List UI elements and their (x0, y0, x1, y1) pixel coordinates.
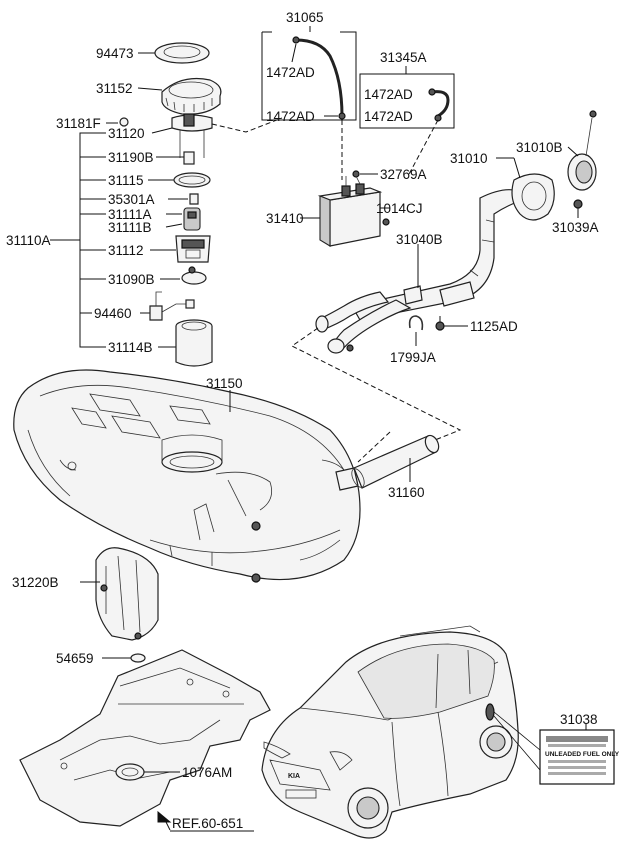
label-1076AM: 1076AM (182, 765, 232, 780)
fuel-label-text: UNLEADED FUEL ONLY (545, 751, 620, 758)
label-35301A: 35301A (108, 192, 155, 207)
label-31039A: 31039A (552, 220, 599, 235)
pump-body-drawing (175, 319, 213, 367)
canister-drawing (317, 175, 383, 247)
pump-flange-drawing (171, 113, 213, 158)
label-1472AD-a: 1472AD (266, 65, 315, 80)
label-31152: 31152 (96, 81, 133, 96)
svg-text:KIA: KIA (288, 773, 300, 780)
label-31181F: 31181F (56, 116, 101, 131)
label-1472AD-b: 1472AD (266, 109, 315, 124)
sender-unit-drawing (149, 291, 195, 321)
label-31010B: 31010B (516, 140, 563, 155)
label-1125AD: 1125AD (470, 319, 518, 334)
fuel-pump-drawing (183, 207, 201, 231)
label-31110A: 31110A (6, 233, 51, 248)
label-31345A: 31345A (380, 50, 427, 65)
label-31111B: 31111B (108, 220, 152, 235)
label-31112: 31112 (108, 243, 144, 258)
label-1472AD-d: 1472AD (364, 109, 413, 124)
label-32769A: 32769A (380, 167, 427, 182)
fuel-tank-drawing (13, 369, 361, 583)
label-31040B: 31040B (396, 232, 443, 247)
label-31120: 31120 (108, 126, 145, 141)
label-31410: 31410 (266, 211, 304, 226)
label-31010: 31010 (450, 151, 488, 166)
cover-plate-drawing (154, 42, 210, 64)
label-1799JA: 1799JA (390, 350, 436, 365)
filler-pipe-drawing (351, 434, 440, 489)
label-31190B: 31190B (108, 150, 154, 165)
label-31065: 31065 (286, 10, 324, 25)
pump-reservoir-drawing (175, 235, 211, 263)
lock-ring-drawing (161, 77, 222, 115)
label-31115: 31115 (108, 173, 144, 188)
label-54659: 54659 (56, 651, 94, 666)
heat-shield-drawing (95, 547, 159, 641)
fuel-cap-drawing (567, 110, 597, 191)
label-1014CJ: 1014CJ (376, 201, 423, 216)
label-94460: 94460 (94, 306, 132, 321)
label-94473: 94473 (96, 46, 134, 61)
label-1472AD-c: 1472AD (364, 87, 413, 102)
label-31090B: 31090B (108, 272, 155, 287)
label-31111A: 31111A (108, 207, 152, 222)
label-31220B: 31220B (12, 575, 59, 590)
label-31160: 31160 (388, 485, 425, 500)
label-31038: 31038 (560, 712, 598, 727)
car-drawing: KIA (261, 625, 519, 839)
floor-panel-drawing (19, 649, 271, 827)
label-31114B: 31114B (108, 340, 153, 355)
ref-label: REF.60-651 (172, 816, 243, 831)
filler-neck-drawing (315, 173, 555, 354)
label-31150: 31150 (206, 376, 243, 391)
